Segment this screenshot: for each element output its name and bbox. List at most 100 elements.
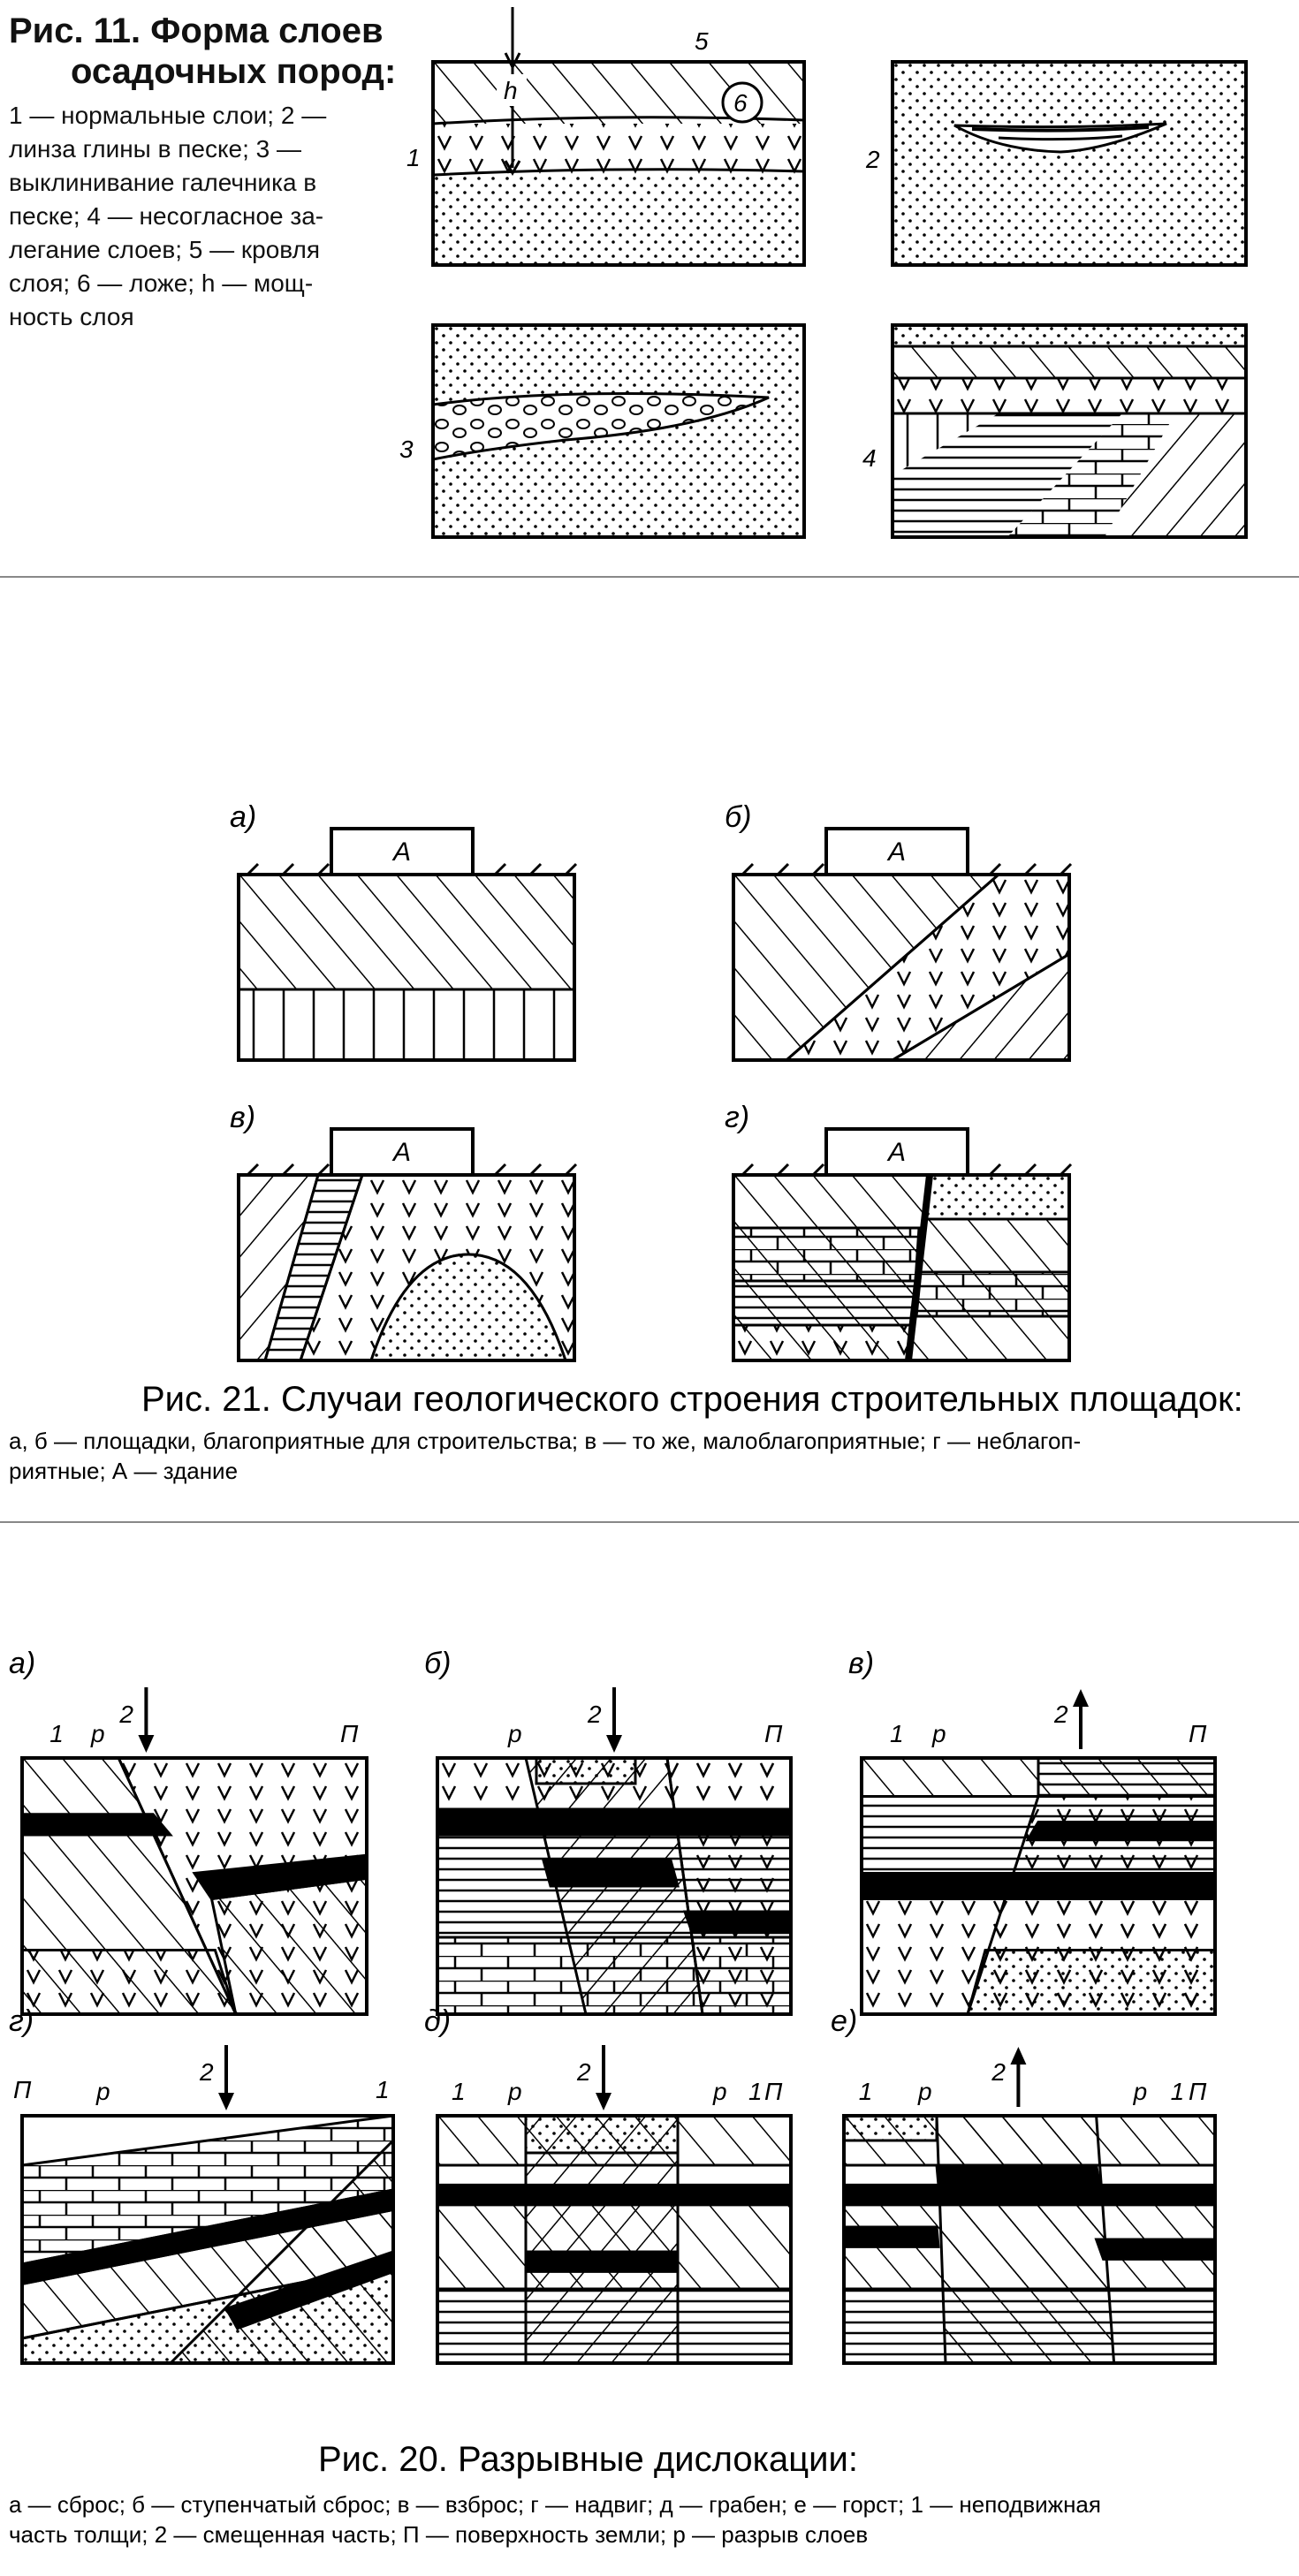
label-p: р	[1133, 2078, 1148, 2105]
label-1: 1	[1171, 2078, 1185, 2105]
panel-label: в)	[230, 1101, 255, 1134]
fig11-legend-line: 1 — нормальные слои; 2 —	[9, 102, 327, 129]
fig11-legend: 1 — нормальные слои; 2 — линза глины в пе…	[9, 99, 398, 334]
label-P: П	[764, 1720, 783, 1747]
fig20-panel-g: 2 р П 1 г)	[9, 2004, 395, 2365]
panel-label: б)	[424, 1647, 451, 1680]
rock-layer	[237, 988, 576, 1062]
fig11-panel-clay-lens: 2	[865, 60, 1248, 267]
label-p: р	[90, 1720, 105, 1747]
rock-layer	[732, 1279, 917, 1327]
fig20-legend-line: а — сброс; б — ступенчатый сброс; в — вз…	[9, 2491, 1101, 2518]
rock-layer	[20, 1949, 238, 2016]
label-1: 1	[406, 144, 421, 171]
arrow-up-icon	[1010, 2047, 1027, 2107]
fig21-panel-b: Аб)	[725, 800, 1073, 1062]
fig20-legend-line: часть толщи; 2 — смещенная часть; П — по…	[9, 2521, 869, 2548]
panel-label: в)	[848, 1647, 874, 1680]
rock-layer	[842, 2225, 940, 2248]
rock-layer	[842, 2114, 938, 2142]
panel-label: а)	[9, 1647, 35, 1680]
rock-layer	[524, 2250, 680, 2273]
fig21-panel-a: Аа)	[230, 800, 578, 1062]
fig21-panel-v: Ав)	[230, 1101, 578, 1362]
label-2: 2	[865, 146, 880, 173]
fig11-panel-normal-layers: h 6 5 1	[406, 7, 806, 267]
rock-layer	[1025, 1821, 1217, 1842]
label-p: р	[95, 2078, 110, 2105]
rock-layer	[524, 2114, 680, 2155]
rock-layer	[237, 873, 576, 991]
fig11-panel-unconformity: 4	[862, 323, 1248, 539]
building: А	[824, 827, 969, 876]
label-3: 3	[399, 436, 414, 463]
label-p: р	[917, 2078, 932, 2105]
rock-layer	[732, 1226, 921, 1283]
separator-2	[0, 1521, 1299, 1523]
rock-layer	[682, 1910, 793, 1934]
label-1: 1	[376, 2076, 390, 2103]
rock-layer	[935, 2114, 1116, 2365]
fig20-legend: а — сброс; б — ступенчатый сброс; в — вз…	[9, 2489, 1101, 2549]
panel-label: б)	[725, 800, 751, 834]
fig20-panel-v: 2 р1 Пв)	[848, 1647, 1217, 2016]
rock-layer	[966, 1949, 1217, 2016]
label-p: р	[507, 1720, 522, 1747]
fig11-legend-line: слоя; 6 — ложе; h — мощ-	[9, 269, 314, 297]
fig11-legend-line: линза глины в песке; 3 —	[9, 135, 302, 163]
fig11-legend-line: ность слоя	[9, 303, 134, 330]
building: А	[330, 827, 475, 876]
label-p: р	[712, 2078, 727, 2105]
building: А	[330, 1127, 475, 1177]
panel-label: г)	[725, 1101, 749, 1134]
arrow-down-icon	[606, 1687, 622, 1753]
separator-1	[0, 576, 1299, 578]
label-5: 5	[695, 27, 709, 55]
fig20-panel-b: 2 р Пб)	[424, 1647, 793, 2016]
label-P: П	[340, 1720, 359, 1747]
label-4: 4	[862, 444, 877, 472]
label-2: 2	[587, 1701, 602, 1728]
fig21-legend: а, б — площадки, благоприятные для строи…	[9, 1426, 1081, 1486]
rock-layer	[535, 1756, 637, 1785]
fig11-title-line1: Рис. 11. Форма слоев	[9, 11, 384, 50]
label-p: р	[931, 1720, 946, 1747]
rock-layer	[923, 1173, 1071, 1221]
label-2: 2	[991, 2058, 1006, 2086]
fig21-caption: Рис. 21. Случаи геологического строения …	[141, 1380, 1243, 1419]
building-label: А	[886, 837, 906, 867]
rock-layer	[915, 1270, 1071, 1318]
label-P: П	[13, 2076, 32, 2103]
label-2: 2	[1053, 1701, 1068, 1728]
fig11-legend-line: выклинивание галечника в	[9, 169, 317, 196]
label-1: 1	[49, 1720, 64, 1747]
fig11-panel-pinchout: 3	[399, 323, 806, 539]
label-2: 2	[199, 2058, 214, 2086]
fig21-legend-line: а, б — площадки, благоприятные для строи…	[9, 1428, 1082, 1454]
building-label: А	[391, 837, 411, 867]
label-P: П	[1189, 1720, 1207, 1747]
label-1: 1	[859, 2078, 873, 2105]
panel-label: а)	[230, 800, 256, 834]
label-1: 1	[890, 1720, 904, 1747]
rock-layer	[1094, 2238, 1217, 2261]
rock-layer	[542, 1859, 680, 1888]
fig21-panel-g: Аг)	[725, 1101, 1073, 1362]
building-label: А	[391, 1138, 411, 1167]
arrow-down-icon	[596, 2045, 612, 2110]
fig20-caption: Рис. 20. Разрывные дислокации:	[318, 2440, 858, 2479]
rock-layer	[732, 1323, 915, 1362]
panel-label: г)	[9, 2004, 34, 2038]
rock-layer	[209, 1876, 368, 2016]
label-h: h	[504, 77, 518, 104]
label-2: 2	[576, 2058, 591, 2086]
building-label: А	[886, 1138, 906, 1167]
rock-layer	[935, 2163, 1102, 2186]
fig21-legend-line: риятные; А — здание	[9, 1458, 239, 1484]
rock-layer	[1037, 1756, 1217, 1798]
building: А	[824, 1127, 969, 1177]
arrow-down-icon	[218, 2045, 234, 2110]
